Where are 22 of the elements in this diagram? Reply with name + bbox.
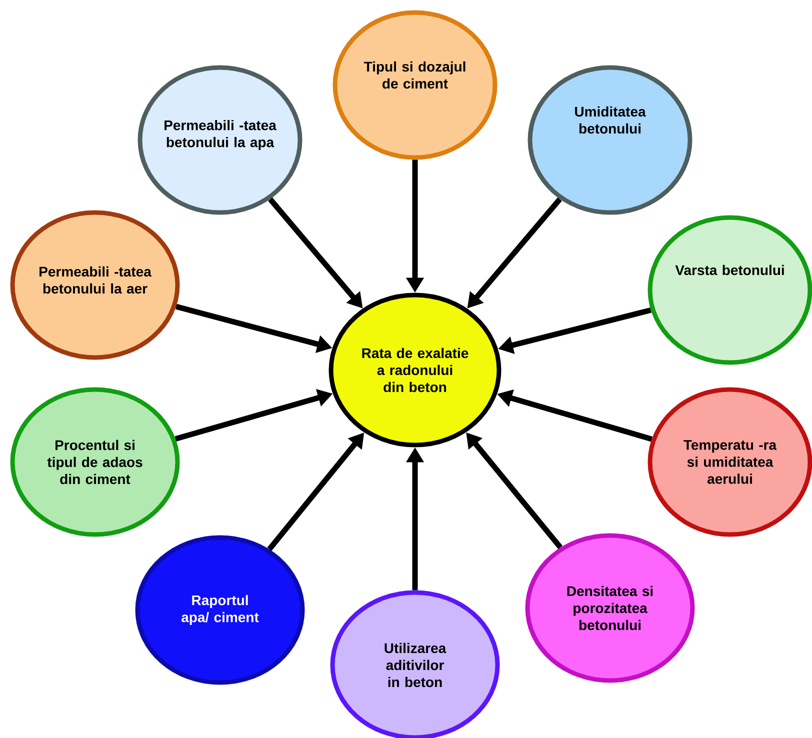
factor-ellipse [525, 533, 695, 683]
node-label: Rata de exalatie a radonului din beton [362, 348, 468, 392]
factor-ellipse [648, 215, 812, 365]
factor-ellipse [138, 65, 302, 215]
node-label: Utilizarea aditivilor in beton [384, 642, 446, 688]
node-label: Umiditatea betonului [575, 106, 646, 134]
factor-ellipse [135, 535, 305, 685]
factor-ellipse [10, 210, 180, 360]
node-label: Temperatu -ra si umiditatea aerului [684, 440, 777, 484]
node-label: Permeabili -tatea betonului la aer [40, 266, 152, 294]
node-label: Permeabili -tatea betonului la apa [164, 120, 276, 150]
node-label: Procentul si tipul de adaos din ciment [47, 440, 142, 484]
node-label: Densitatea si porozitatea betonului [567, 586, 653, 630]
node-label: Tipul si dozajul de ciment [364, 61, 466, 89]
node-label: Varsta betonului [675, 264, 784, 276]
factor-ellipse [332, 10, 498, 160]
factor-ellipse [330, 590, 500, 738]
factor-ellipse [648, 387, 812, 537]
factor-ellipse [10, 387, 180, 537]
factor-ellipse [328, 292, 502, 448]
factor-ellipse [528, 65, 692, 215]
node-label: Raportul apa/ ciment [182, 594, 259, 626]
